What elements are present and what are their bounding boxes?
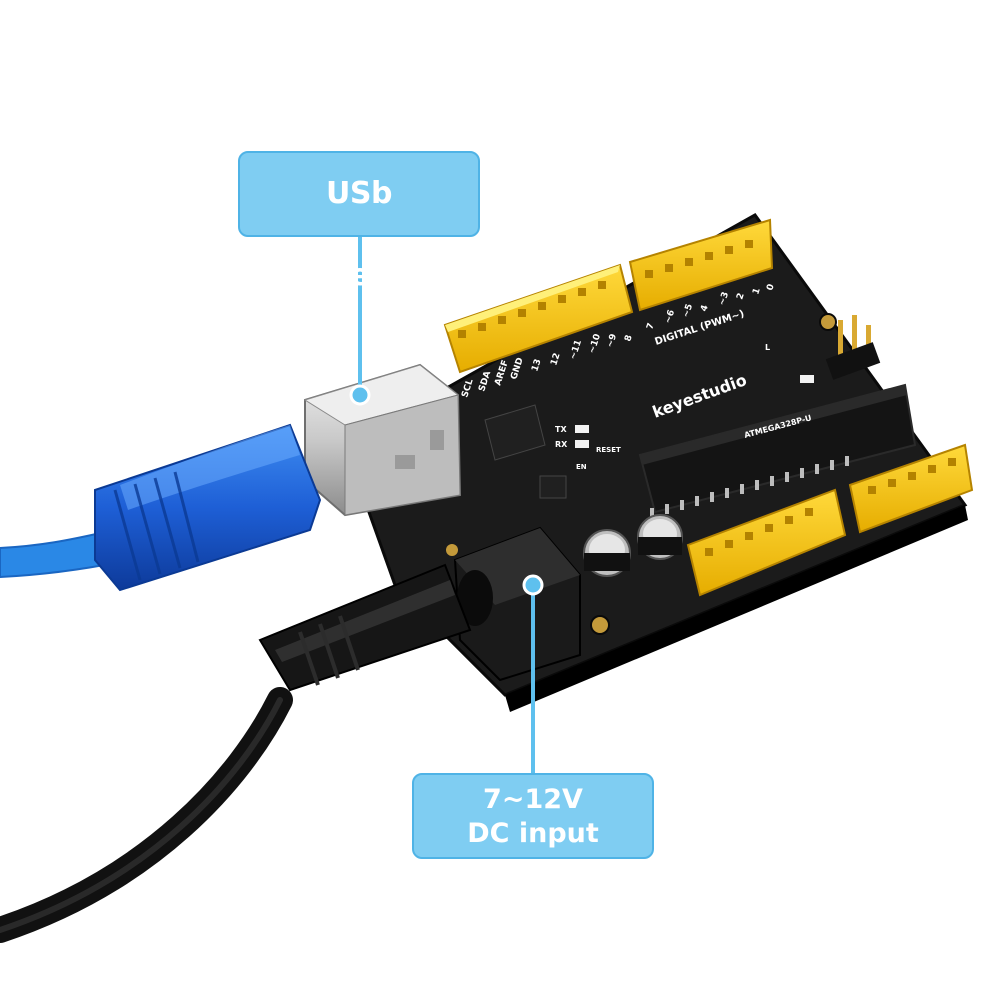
en-label: EN [576,463,587,471]
dc-power-cable [0,687,293,943]
l-led-label: L [765,343,770,352]
usb-connection-callout: USb Connection [238,151,480,293]
usb-b-port [303,363,462,517]
pin-label: ~9 [605,333,619,349]
pin-label: ~5 [681,303,695,319]
rx-label: RX [555,440,568,449]
usb-plug [94,423,322,592]
pin-label: 12 [549,352,562,367]
tx-label: TX [555,425,567,434]
digital-header-right [628,218,774,312]
dc-callout-label: DC input [467,818,599,849]
capacitor-2 [637,514,683,560]
pin-label: ~3 [717,291,731,307]
pin-label: 0 [765,283,776,292]
usb-leader-dot [349,384,371,406]
pin-label: 7 [645,322,656,331]
dc-input-callout: 7~12V DC input [412,773,654,859]
pin-label: ~6 [663,309,677,325]
usb-callout-label: USb Connection [266,176,452,293]
dc-leader-dot [522,574,544,596]
capacitor-1 [583,529,631,577]
dc-callout-voltage: 7~12V [483,784,583,815]
pin-label: 13 [530,358,543,373]
pin-label: 4 [699,304,710,313]
pin-label: 2 [735,292,746,301]
dc-jack [453,526,581,682]
dc-plug [258,563,472,692]
usb-interface-chip [484,404,546,461]
pin-label: 1 [751,287,762,296]
power-header [686,488,847,597]
pin-label: 8 [623,334,634,343]
analog-header [848,443,974,534]
reset-label: RESET [596,446,621,454]
